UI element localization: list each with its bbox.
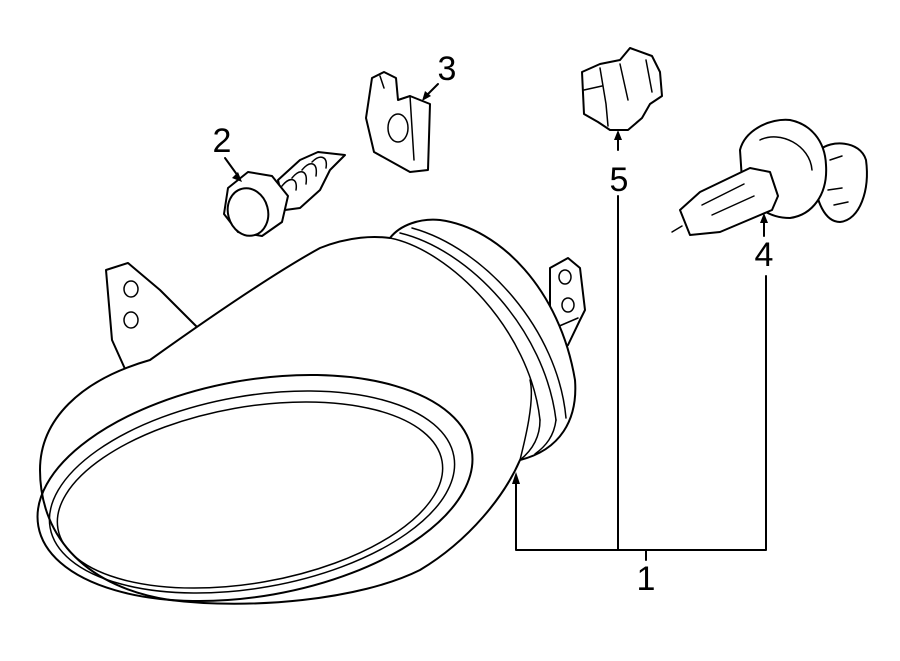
clip-part[interactable]: [365, 71, 431, 173]
socket-part[interactable]: [581, 47, 663, 131]
screw-part[interactable]: [222, 151, 346, 240]
callout-4-label: 4: [755, 236, 774, 274]
leader-lines: [224, 83, 768, 561]
bulb-part[interactable]: [671, 118, 868, 236]
callout-5-label: 5: [610, 161, 629, 199]
fog-lamp-housing[interactable]: [20, 218, 586, 633]
callout-1-label: 1: [637, 560, 656, 598]
callout-2-label: 2: [213, 122, 232, 160]
callout-3-label: 3: [438, 50, 457, 88]
